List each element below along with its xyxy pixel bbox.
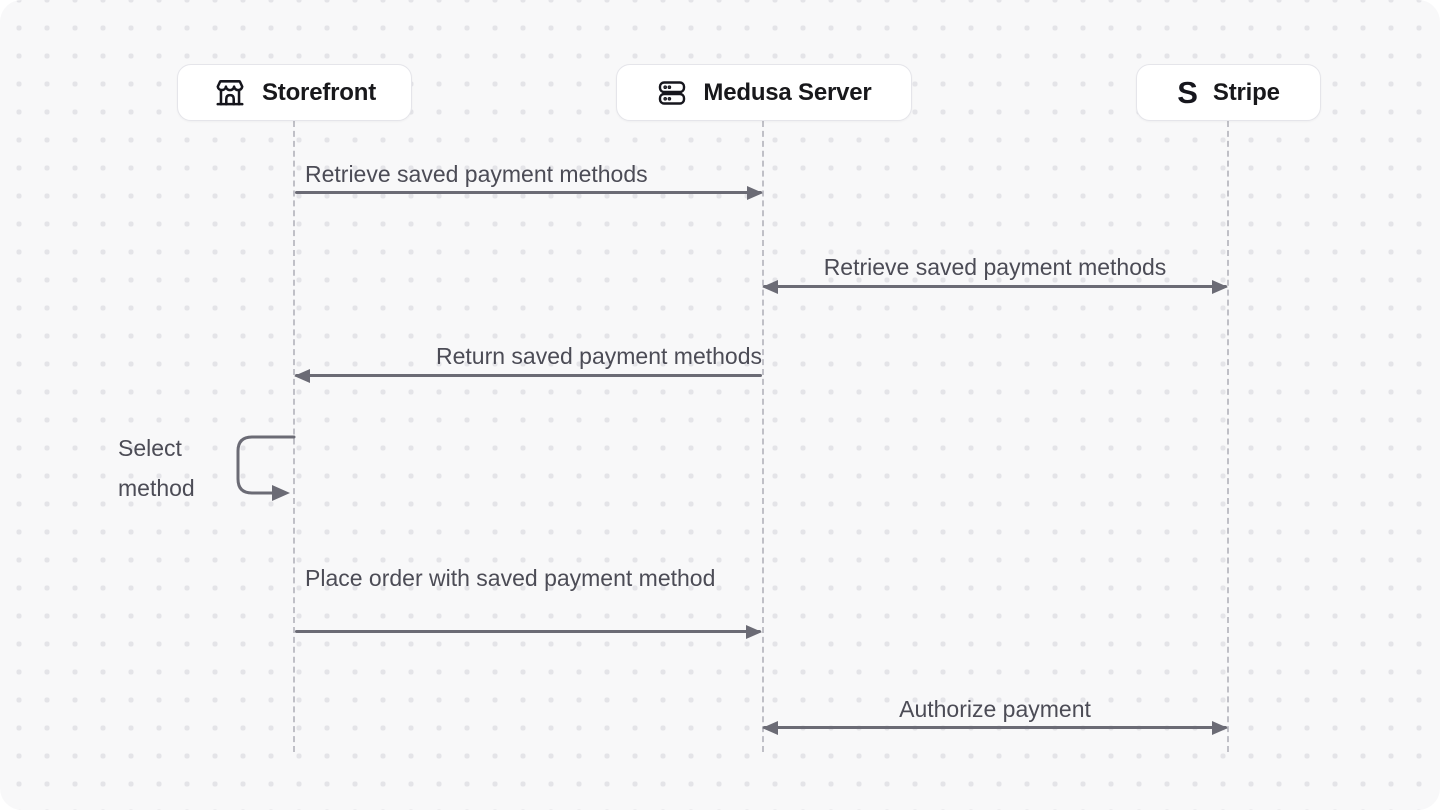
message-label-authorize-payment: Authorize payment	[899, 696, 1091, 722]
actor-storefront[interactable]: Storefront	[177, 64, 412, 121]
message-arrow-storefront-self-loop	[236, 435, 296, 501]
message-label-place-order-with-saved-payment-method: Place order with saved payment method	[305, 565, 716, 591]
message-arrow-medusa-to-storefront	[295, 374, 762, 377]
message-arrow-storefront-to-medusa-1	[295, 191, 762, 194]
actor-stripe[interactable]: S Stripe	[1136, 64, 1321, 121]
store-icon	[213, 76, 247, 110]
message-label-return-saved-payment-methods: Return saved payment methods	[435, 343, 762, 369]
actor-storefront-label: Storefront	[262, 78, 376, 106]
message-arrow-medusa-stripe-both-2	[763, 726, 1227, 729]
server-icon	[656, 77, 688, 109]
message-label-select-method: Select method	[118, 435, 195, 501]
lifeline-medusa-server	[762, 121, 764, 752]
message-arrow-storefront-to-medusa-2	[295, 630, 761, 633]
actor-stripe-label: Stripe	[1212, 78, 1280, 106]
message-arrow-medusa-stripe-both-1	[763, 285, 1227, 288]
actor-medusa-server-label: Medusa Server	[703, 78, 872, 106]
lifeline-stripe	[1227, 121, 1229, 752]
stripe-s-icon: S	[1177, 75, 1198, 110]
message-label-retrieve-saved-payment-methods-1: Retrieve saved payment methods	[305, 161, 648, 187]
actor-medusa-server[interactable]: Medusa Server	[616, 64, 912, 121]
message-label-retrieve-saved-payment-methods-2: Retrieve saved payment methods	[823, 254, 1167, 280]
